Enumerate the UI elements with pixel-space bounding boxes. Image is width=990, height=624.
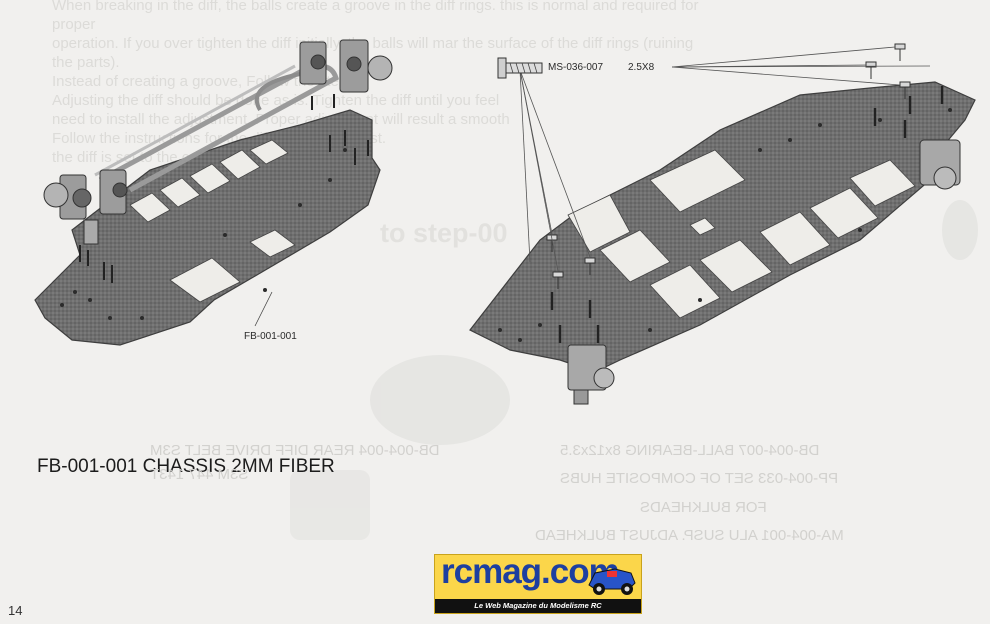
left-part-label: FB-001-001 [244, 331, 297, 342]
logo-tagline: Le Web Magazine du Modelisme RC [435, 599, 641, 613]
mirrored-part-line: PP-004-033 SET OF COMPOSITE HUBS [560, 470, 839, 487]
mirrored-part-line: FOR BULKHEADS [640, 499, 767, 516]
right-chassis-plate [469, 43, 976, 405]
background-line: proper [52, 16, 96, 33]
screw-size: 2.5X8 [628, 62, 655, 73]
rc-car-icon [588, 568, 636, 595]
mirrored-part-line: S3M 447 143T [150, 466, 249, 483]
mirrored-part-line: DB-004-007 BALL-BEARING 8x12x3.5 [560, 442, 820, 459]
mirrored-part-line: MA-004-001 ALU SUSP. ADJUST BULKHEAD [535, 527, 844, 544]
page-number: 14 [8, 603, 23, 618]
rcmag-logo[interactable]: rcmag.com Le Web Magazine du Modelisme R… [434, 552, 642, 614]
mirrored-part-line: DB-004-004 REAR DIFF DRIVE BELT S3M [150, 442, 440, 459]
figure-caption: FB-001-001 CHASSIS 2MM FIBER [37, 456, 335, 477]
screw-part-number: MS-036-007 [548, 62, 604, 73]
background-line: When breaking in the diff, the balls cre… [52, 0, 699, 14]
background-line: the parts). [52, 54, 120, 71]
ghost-parts [290, 200, 978, 540]
screw-icon [497, 57, 543, 79]
left-chassis-plate [34, 39, 393, 346]
background-heading: to step-00 [380, 218, 508, 248]
